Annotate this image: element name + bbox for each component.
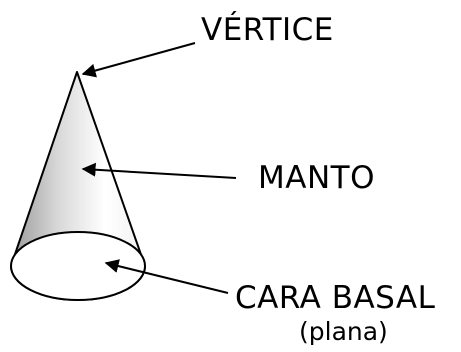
manto-arrow: [81, 162, 237, 179]
cara-basal-arrow: [104, 259, 229, 294]
vertice-label: VÉRTICE: [201, 12, 334, 48]
cone-base-ellipse: [10, 231, 146, 301]
plana-label: (plana): [299, 317, 388, 346]
manto-label: MANTO: [258, 160, 375, 196]
cara-basal-label: CARA BASAL: [235, 280, 436, 316]
vertice-arrow: [81, 42, 196, 78]
